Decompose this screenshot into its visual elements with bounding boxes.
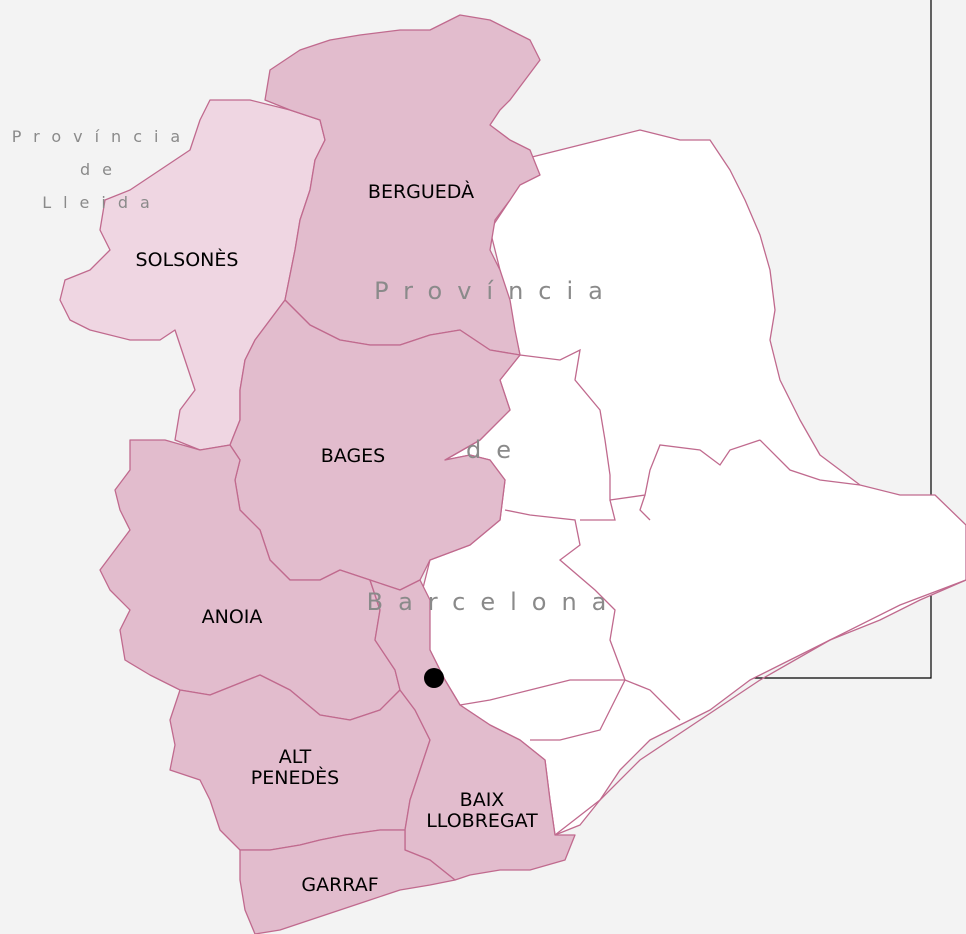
label-garraf: GARRAF	[301, 874, 378, 896]
label-baix-llobregat-line-1: BAIX	[460, 789, 505, 811]
label-alt-penedes-line-2: PENEDÈS	[251, 766, 339, 789]
province-lleida-line-2: de	[80, 160, 124, 179]
province-barcelona-line-2: de	[466, 436, 526, 464]
location-dot-icon[interactable]	[424, 668, 444, 688]
inner-border-6	[530, 679, 626, 741]
label-baix-llobregat-line-2: LLOBREGAT	[426, 810, 538, 832]
province-barcelona-line-1: Província	[374, 277, 618, 305]
inner-border-5	[459, 679, 625, 706]
label-alt-penedes-line-1: ALT	[279, 746, 312, 768]
label-anoia: ANOIA	[202, 606, 263, 628]
province-lleida-line-3: Lleida	[42, 193, 162, 212]
label-bages: BAGES	[321, 445, 386, 467]
inner-border-3	[580, 499, 616, 521]
region-bergueda[interactable]	[264, 14, 541, 356]
inner-border-7	[759, 439, 861, 486]
province-lleida-line-1: Província	[12, 127, 192, 146]
coast-border	[554, 579, 966, 836]
region-garraf[interactable]	[239, 829, 456, 934]
inner-border-4	[639, 494, 651, 521]
label-solsones: SOLSONÈS	[136, 248, 239, 271]
label-bergueda: BERGUEDÀ	[368, 180, 474, 203]
inner-border-2	[504, 509, 681, 721]
province-barcelona-line-3: Barcelona	[367, 588, 622, 616]
